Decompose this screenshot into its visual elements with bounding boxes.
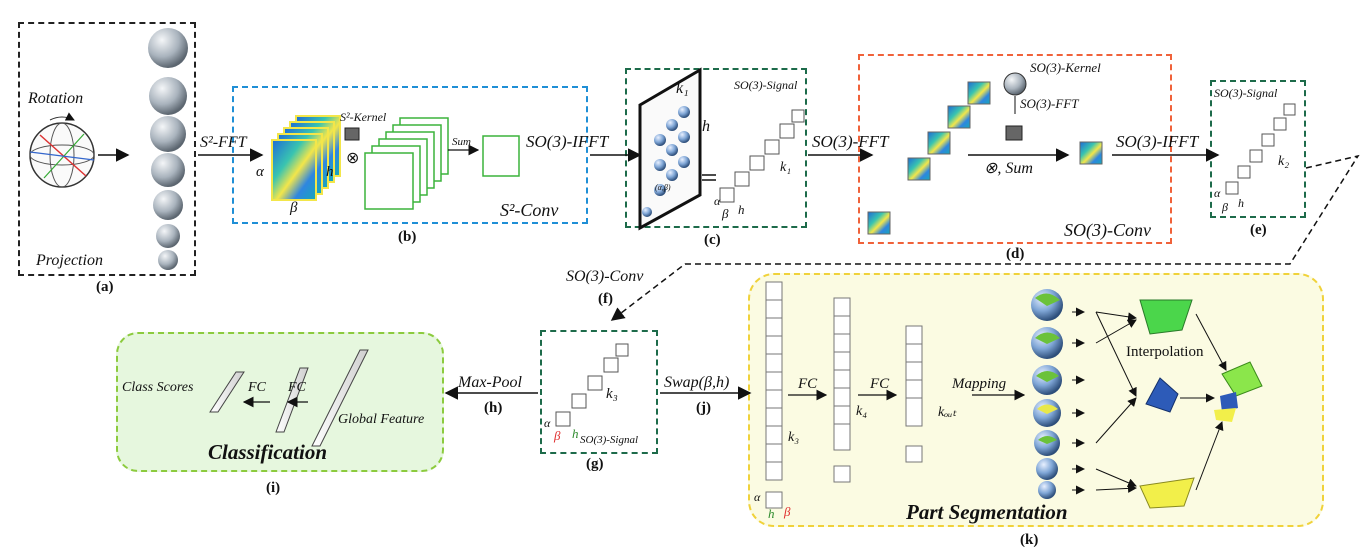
- h-label-b: h: [326, 164, 334, 180]
- blue-part: [1145, 377, 1179, 413]
- caption-j: (j): [696, 400, 711, 416]
- alpha-label-g: α: [544, 416, 551, 430]
- alpha-beta-inner-label: (α,β): [655, 183, 671, 192]
- s2-kernel-icon: [344, 127, 360, 141]
- caption-a: (a): [96, 279, 114, 295]
- projection-spheres: [148, 28, 188, 270]
- kout-label: kₒᵤₜ: [938, 405, 957, 420]
- so3-signal-label-g: SO(3)-Signal: [580, 434, 639, 446]
- classification-title: Classification: [208, 440, 328, 464]
- so3-ifft-label: SO(3)-IFFT: [526, 132, 609, 151]
- so3-signal-block: [638, 67, 702, 231]
- k3-label-k: k₃: [788, 430, 800, 445]
- swap-label: Swap(β,h): [664, 374, 730, 391]
- caption-f: (f): [598, 291, 613, 307]
- so3-cube-stack-c: [719, 109, 805, 203]
- yellow-part: [1139, 477, 1195, 509]
- max-pool-label: Max-Pool: [458, 374, 522, 391]
- so3-cube-stack-e: [1225, 103, 1296, 195]
- interpolation-label: Interpolation: [1126, 344, 1204, 360]
- green-kernel-stack: [364, 117, 449, 210]
- so3-fft-label: SO(3)-FFT: [812, 132, 889, 151]
- h-label-c2: h: [738, 202, 745, 217]
- caption-i: (i): [266, 480, 281, 496]
- so3-signal-label-c: SO(3)-Signal: [734, 78, 798, 92]
- beta-label-k: β: [784, 504, 791, 519]
- alpha-label-e: α: [1214, 186, 1221, 200]
- alpha-label-k: α: [754, 490, 761, 504]
- column-k3: [765, 281, 783, 509]
- so3-conv-title-d: SO(3)-Conv: [1064, 220, 1151, 240]
- sum-map: [482, 135, 520, 177]
- sum-label: Sum: [452, 136, 471, 148]
- so3-ifft-label-2: SO(3)-IFFT: [1116, 132, 1199, 151]
- fft-cube-chain: [867, 81, 991, 235]
- panel-i-frame: [116, 332, 444, 472]
- caption-e: (e): [1250, 222, 1267, 238]
- so3-signal-label-e: SO(3)-Signal: [1214, 86, 1278, 100]
- caption-h: (h): [484, 400, 503, 416]
- so3-kernel-label: SO(3)-Kernel: [1030, 60, 1101, 75]
- otimes-sum-label: ⊗, Sum: [984, 160, 1033, 177]
- mapping-label: Mapping: [952, 376, 1007, 392]
- s2-conv-title: S²-Conv: [500, 200, 559, 220]
- beta-label-b: β: [290, 200, 298, 216]
- k1-label-cubes: k₁: [780, 160, 792, 175]
- h-label-k: h: [768, 506, 775, 521]
- beta-label-e: β: [1222, 200, 1228, 214]
- panel-c-frame: [625, 68, 807, 228]
- k3-label-g: k₃: [606, 386, 618, 402]
- beta-label-c: β: [722, 206, 729, 221]
- s2-fft-label: S²-FFT: [200, 134, 247, 151]
- caption-b: (b): [398, 229, 417, 245]
- classification-bars: [209, 349, 369, 447]
- so3-kernel-sphere-icon: [1003, 72, 1027, 96]
- so3-kernel-icon: [1005, 125, 1023, 141]
- rotation-sphere-icon: [29, 112, 95, 188]
- fc-label-i1: FC: [248, 380, 266, 395]
- s2-kernel-label: S²-Kernel: [340, 110, 387, 124]
- otimes-symbol: ⊗: [346, 150, 360, 167]
- alpha-label-b: α: [256, 164, 264, 180]
- so3-fft-inner-label: SO(3)-FFT: [1020, 96, 1079, 111]
- column-k4: [833, 297, 851, 483]
- global-feature-label: Global Feature: [338, 412, 425, 427]
- k4-label: k₄: [856, 404, 868, 419]
- h-label-e: h: [1238, 196, 1244, 210]
- caption-k: (k): [1020, 532, 1039, 548]
- fc-label-i2: FC: [288, 380, 306, 395]
- so3-conv-label-f: SO(3)-Conv: [566, 268, 644, 285]
- rotation-label: Rotation: [28, 90, 84, 107]
- s2-feature-maps: [271, 115, 341, 201]
- caption-g: (g): [586, 456, 604, 472]
- panel-g-frame: [540, 330, 658, 454]
- class-scores-label: Class Scores: [122, 380, 194, 395]
- conv-output-cube: [1079, 141, 1103, 165]
- panel-a-frame: [18, 22, 196, 276]
- assembled-object-icon: [1214, 361, 1263, 422]
- column-kout: [905, 325, 923, 463]
- beta-label-g: β: [554, 428, 561, 443]
- caption-d: (d): [1006, 246, 1025, 262]
- alpha-label-c: α: [714, 194, 721, 208]
- fc-label-k2: FC: [870, 376, 890, 392]
- h-label-g: h: [572, 426, 579, 441]
- mapping-arrows: [1072, 307, 1137, 495]
- segmented-spheres: [1031, 289, 1063, 499]
- k2-label: k₂: [1278, 154, 1290, 169]
- panel-d-frame: [858, 54, 1172, 244]
- fc-label-k1: FC: [798, 376, 818, 392]
- projection-label: Projection: [36, 252, 103, 269]
- green-part: [1139, 299, 1193, 335]
- k1-label: k₁: [676, 80, 689, 97]
- so3-cube-stack-g: [555, 343, 629, 427]
- h-label-c: h: [702, 118, 710, 135]
- caption-c: (c): [704, 232, 721, 248]
- part-segmentation-title: Part Segmentation: [906, 500, 1068, 524]
